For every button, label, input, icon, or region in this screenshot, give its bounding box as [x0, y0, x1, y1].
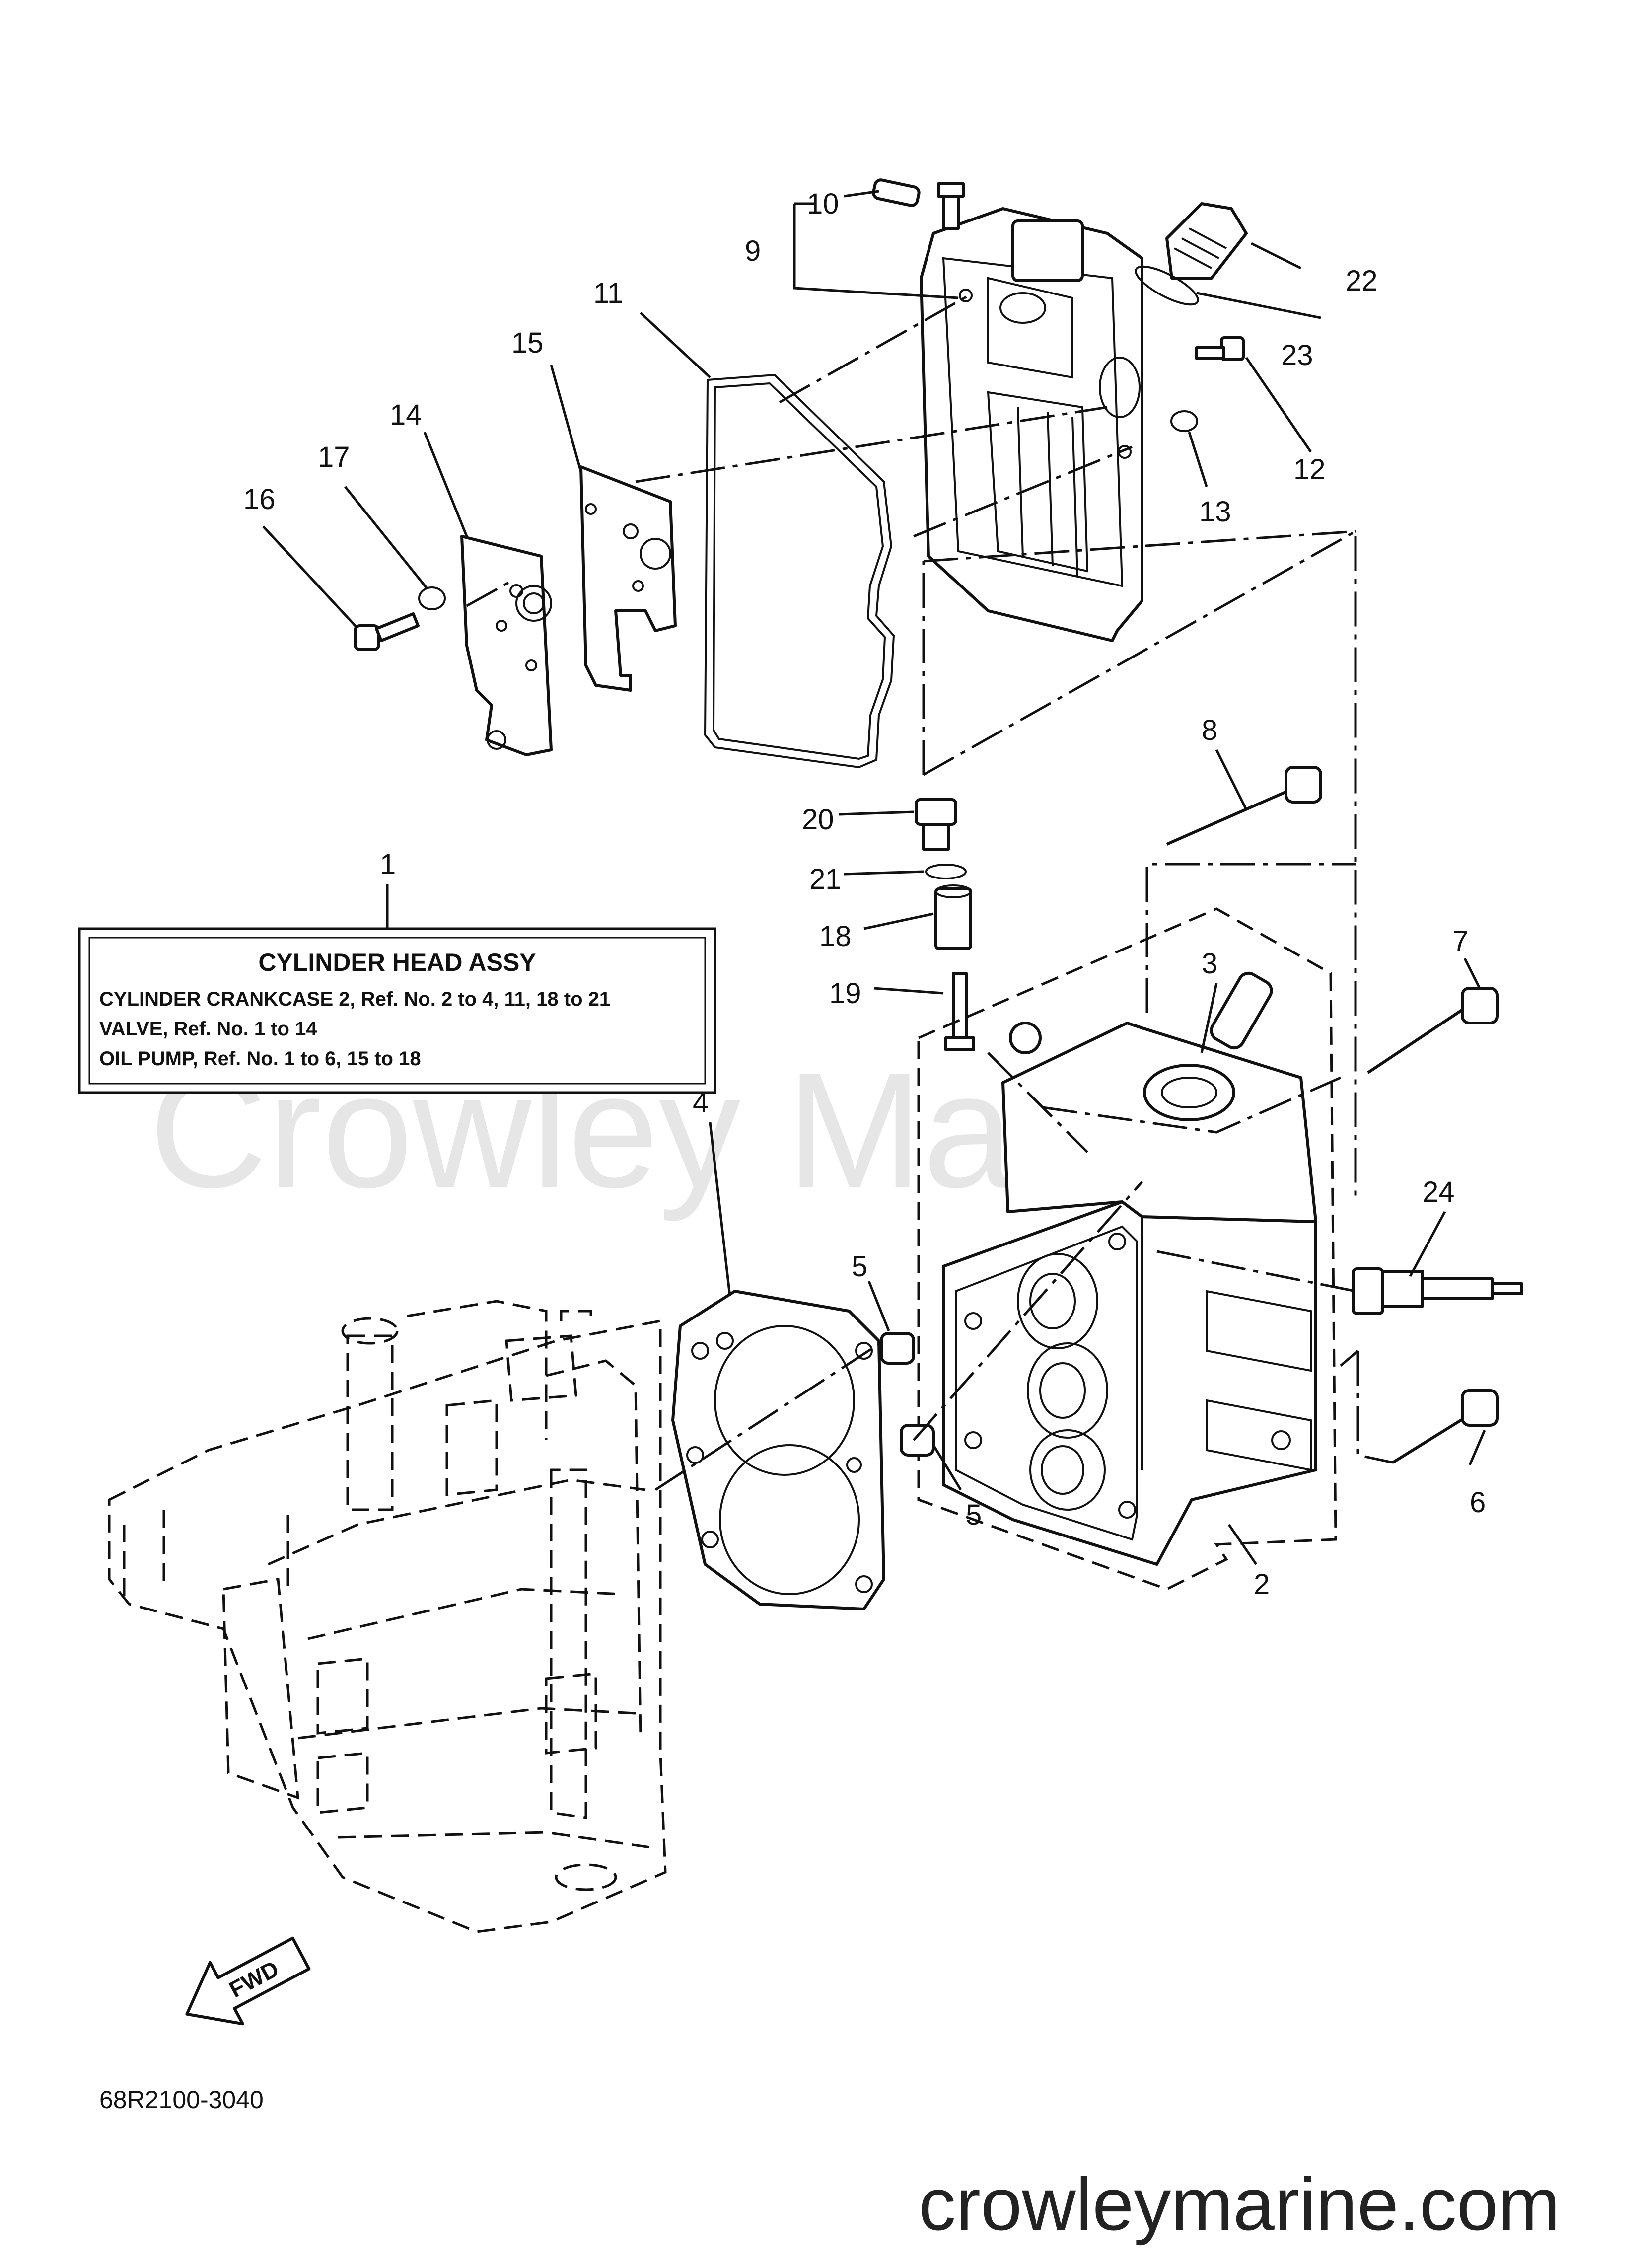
- callout-10: 10: [807, 188, 839, 220]
- callout-17: 17: [318, 441, 350, 473]
- spark-plug-24: [1352, 1267, 1523, 1315]
- callout-14: 14: [390, 399, 422, 431]
- cylinder-head: [942, 1022, 1317, 1566]
- o-ring-21: [925, 864, 967, 879]
- callout-3: 3: [1202, 948, 1217, 980]
- callout-13: 13: [1199, 496, 1231, 528]
- fwd-arrow: FWD: [185, 1936, 311, 2026]
- callout-8: 8: [1202, 714, 1217, 746]
- callout-5-lower: 5: [966, 1499, 982, 1531]
- oil-filler-cap: [1165, 202, 1248, 280]
- sleeve-18: [934, 884, 972, 950]
- plug-20: [915, 798, 957, 851]
- callout-1: 1: [380, 848, 396, 880]
- callout-11: 11: [593, 277, 623, 309]
- gasket-11: [704, 373, 895, 769]
- callout-15: 15: [511, 327, 544, 359]
- bolt-12: [1195, 336, 1245, 361]
- callout-2: 2: [1254, 1568, 1270, 1601]
- callout-5-upper: 5: [852, 1250, 867, 1283]
- washer-13: [1170, 410, 1198, 432]
- alignment-lines: [466, 292, 1393, 1491]
- assembly-line-2: VALVE, Ref. No. 1 to 14: [99, 1018, 317, 1040]
- assembly-title: CYLINDER HEAD ASSY: [258, 949, 536, 976]
- callout-24: 24: [1423, 1176, 1455, 1208]
- callout-20: 20: [802, 804, 834, 836]
- callout-9: 9: [745, 235, 761, 267]
- screw-16: [354, 612, 420, 651]
- assembly-label-box: CYLINDER HEAD ASSY CYLINDER CRANKCASE 2,…: [78, 927, 716, 1094]
- site-url: crowleymarine.com: [919, 2162, 1560, 2246]
- plate-15: [579, 465, 677, 692]
- o-ring-23: [1135, 265, 1199, 306]
- washer-17: [418, 586, 446, 610]
- bolt-19: [944, 972, 975, 1051]
- callout-18: 18: [819, 920, 852, 952]
- cylinder-head-outline: [917, 907, 1337, 1591]
- callout-6: 6: [1470, 1486, 1486, 1519]
- bolt-7: [1367, 987, 1499, 1074]
- callout-7: 7: [1452, 925, 1468, 957]
- bolt-6: [1392, 1389, 1499, 1464]
- valve-cover: [920, 207, 1143, 642]
- callout-23: 23: [1281, 339, 1313, 371]
- plate-14: [460, 535, 553, 756]
- pin-10: [872, 178, 965, 230]
- head-gasket-4: [671, 1290, 885, 1610]
- dowel-3: [1210, 971, 1273, 1050]
- callout-19: 19: [829, 977, 861, 1010]
- callout-22: 22: [1346, 265, 1378, 297]
- callout-16: 16: [243, 483, 276, 515]
- dowel-5-lower: [900, 1424, 935, 1457]
- assembly-line-3: OIL PUMP, Ref. No. 1 to 6, 15 to 18: [99, 1048, 421, 1070]
- crankcase-block: [108, 1300, 667, 1933]
- dowel-5-upper: [880, 1332, 915, 1365]
- assembly-line-1: CYLINDER CRANKCASE 2, Ref. No. 2 to 4, 1…: [99, 988, 610, 1010]
- bolt-8: [1166, 766, 1322, 846]
- diagram-code: 68R2100-3040: [99, 2086, 264, 2114]
- callout-12: 12: [1293, 453, 1326, 486]
- callout-21: 21: [809, 863, 842, 895]
